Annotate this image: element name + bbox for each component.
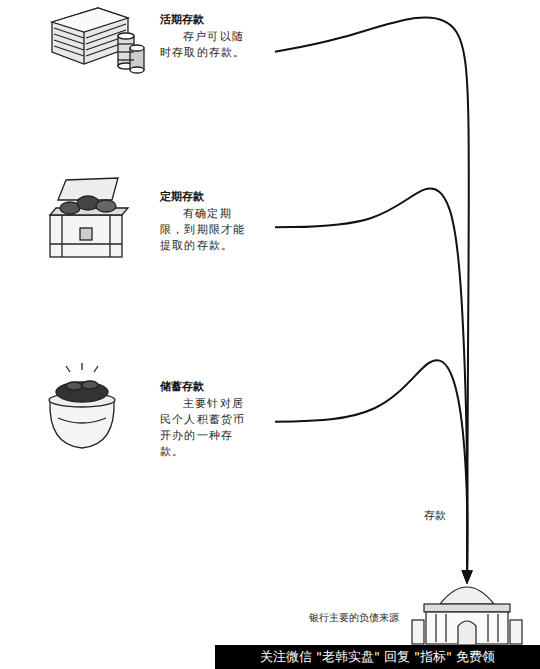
deposit-node: 活期存款存户可以随时存取的存款。	[45, 5, 275, 77]
treasure-chest	[50, 178, 128, 257]
node-title: 活期存款	[160, 11, 254, 28]
flow-connector	[275, 188, 467, 583]
node-description: 存户可以随时存取的存款。	[160, 28, 254, 60]
deposit-node: 定期存款有确定期限，到期限才能提取的存款。	[45, 180, 275, 266]
money-stack	[52, 8, 144, 73]
bank-building	[412, 587, 522, 644]
bank-node: 银行主要的负债来源	[305, 583, 520, 645]
deposit-node: 储蓄存款主要针对居民个人积蓄货币开办的一种存款。	[45, 370, 275, 452]
node-title: 定期存款	[160, 188, 254, 205]
node-description: 主要针对居民个人积蓄货币开办的一种存款。	[160, 395, 254, 459]
node-title: 储蓄存款	[160, 378, 254, 395]
flow-connector	[275, 360, 467, 583]
node-description: 有确定期限，到期限才能提取的存款。	[160, 205, 254, 253]
watermark: 关注微信 "老韩实盘" 回复 "指标" 免费领	[215, 645, 540, 669]
coin-pot	[49, 363, 115, 448]
node-label: 银行主要的负债来源	[309, 611, 419, 625]
flow-label: 存款	[424, 508, 446, 523]
flow-connector	[275, 17, 469, 583]
